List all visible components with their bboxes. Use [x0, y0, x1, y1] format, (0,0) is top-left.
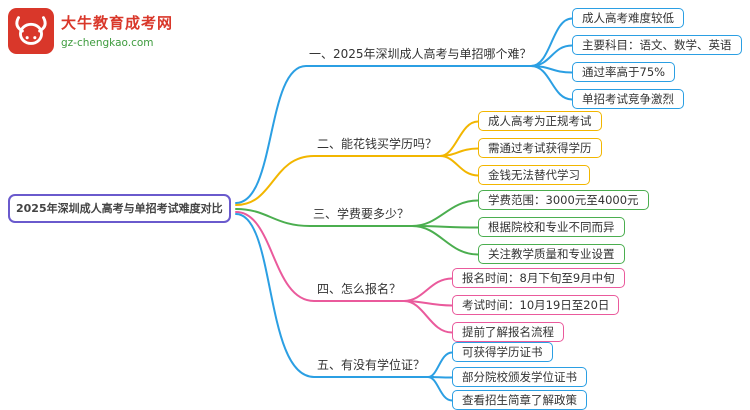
- root-to-branch-connectors: [235, 65, 315, 378]
- branch-3-connectors: [411, 199, 479, 256]
- branch-4-leaf-3: 提前了解报名流程: [452, 322, 564, 342]
- branch-4-leaf-1: 报名时间：8月下旬至9月中旬: [452, 268, 625, 288]
- branch-4-connectors: [403, 277, 453, 334]
- branch-4-leaf-2: 考试时间：10月19日至20日: [452, 295, 620, 315]
- branch-5-label: 五、有没有学位证？: [314, 357, 434, 378]
- branch-2-label: 二、能花钱买学历吗？: [314, 136, 446, 157]
- branch-3-leaf-1: 学费范围：3000元至4000元: [478, 190, 649, 210]
- branch-5-leaf-1: 可获得学历证书: [452, 342, 553, 362]
- branch-2-leaf-3: 金钱无法替代学习: [478, 165, 590, 185]
- branch-2-leaf-2: 需通过考试获得学历: [478, 138, 602, 158]
- branch-3-leaf-2: 根据院校和专业不同而异: [478, 217, 625, 237]
- site-logo-text: 大牛教育成考网 gz-chengkao.com: [61, 8, 173, 49]
- branch-1-leaf-1: 成人高考难度较低: [572, 8, 684, 28]
- branch-1-leaf-4: 单招考试竞争激烈: [572, 89, 684, 109]
- branch-4-label: 四、怎么报名？: [314, 281, 410, 302]
- branch-3-leaf-3: 关注教学质量和专业设置: [478, 244, 625, 264]
- branch-2-leaf-1: 成人高考为正规考试: [478, 111, 602, 131]
- branch-3-label: 三、学费要多少？: [310, 206, 418, 227]
- root-topic: 2025年深圳成人高考与单招考试难度对比: [8, 194, 231, 223]
- bull-logo-icon: [8, 8, 54, 54]
- branch-1-leaf-3: 通过率高于75%: [572, 62, 676, 82]
- site-logo: 大牛教育成考网 gz-chengkao.com: [8, 8, 173, 54]
- site-name: 大牛教育成考网: [61, 14, 174, 32]
- branch-1-leaf-2: 主要科目：语文、数学、英语: [572, 35, 742, 55]
- branch-1-label: 一、2025年深圳成人高考与单招哪个难？: [306, 46, 538, 67]
- site-domain: gz-chengkao.com: [61, 37, 154, 49]
- branch-5-leaf-3: 查看招生简章了解政策: [452, 390, 587, 410]
- branch-5-leaf-2: 部分院校颁发学位证书: [452, 367, 587, 387]
